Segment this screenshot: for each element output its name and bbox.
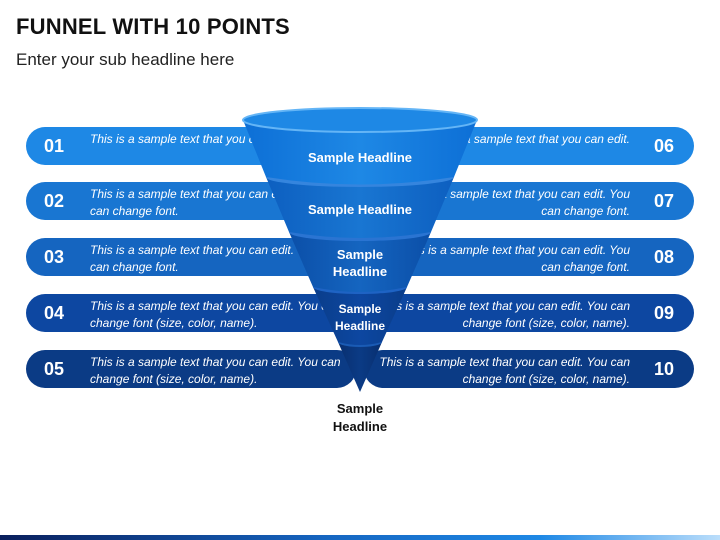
item-text: This is a sample text that you can edit.… xyxy=(379,355,630,386)
item-text: This is a sample text that you can edit.… xyxy=(90,187,318,218)
item-number: 04 xyxy=(43,302,65,323)
funnel-segment-1 xyxy=(243,120,477,185)
item-text: This is a sample text that you can edit.… xyxy=(90,243,318,274)
right-item-9: 09 This is a sample text that you can ed… xyxy=(364,294,694,332)
item-number: 08 xyxy=(653,246,675,267)
item-text: This is a sample text that you can edit. xyxy=(90,132,295,146)
item-number: 10 xyxy=(653,358,675,379)
item-text: This is a sample text that you can edit. xyxy=(425,132,630,146)
funnel-label-4: Sample Headline xyxy=(334,302,385,333)
item-number: 02 xyxy=(43,190,65,211)
funnel-label-1: Sample Headline xyxy=(307,150,413,165)
funnel-segment-3 xyxy=(289,232,431,292)
left-item-5: 05 This is a sample text that you can ed… xyxy=(26,350,356,388)
item-number: 07 xyxy=(653,190,675,211)
item-text: This is a sample text that you can edit.… xyxy=(90,355,341,386)
funnel-label-5: Sample Headline xyxy=(332,401,388,434)
right-item-10: 10 This is a sample text that you can ed… xyxy=(364,350,694,388)
funnel-rim-1 xyxy=(242,107,478,133)
left-item-4: 04 This is a sample text that you can ed… xyxy=(26,294,356,332)
funnel-segment-2 xyxy=(266,177,454,238)
item-number: 01 xyxy=(43,135,65,156)
funnel-segment-4 xyxy=(313,287,407,345)
item-text: This is a sample text that you can edit.… xyxy=(402,187,630,218)
funnel-segment-5 xyxy=(338,342,382,392)
page-subtitle: Enter your sub headline here xyxy=(16,50,235,69)
item-number: 06 xyxy=(653,135,675,156)
funnel-label-2: Sample Headline xyxy=(307,202,413,217)
page-title: FUNNEL WITH 10 POINTS xyxy=(16,14,290,39)
item-number: 05 xyxy=(43,358,65,379)
item-number: 03 xyxy=(43,246,65,267)
item-text: This is a sample text that you can edit.… xyxy=(379,299,630,330)
item-number: 09 xyxy=(653,302,675,323)
funnel-label-3: Sample Headline xyxy=(332,247,388,279)
item-text: This is a sample text that you can edit.… xyxy=(402,243,630,274)
footer-bar xyxy=(0,535,720,540)
item-text: This is a sample text that you can edit.… xyxy=(90,299,341,330)
